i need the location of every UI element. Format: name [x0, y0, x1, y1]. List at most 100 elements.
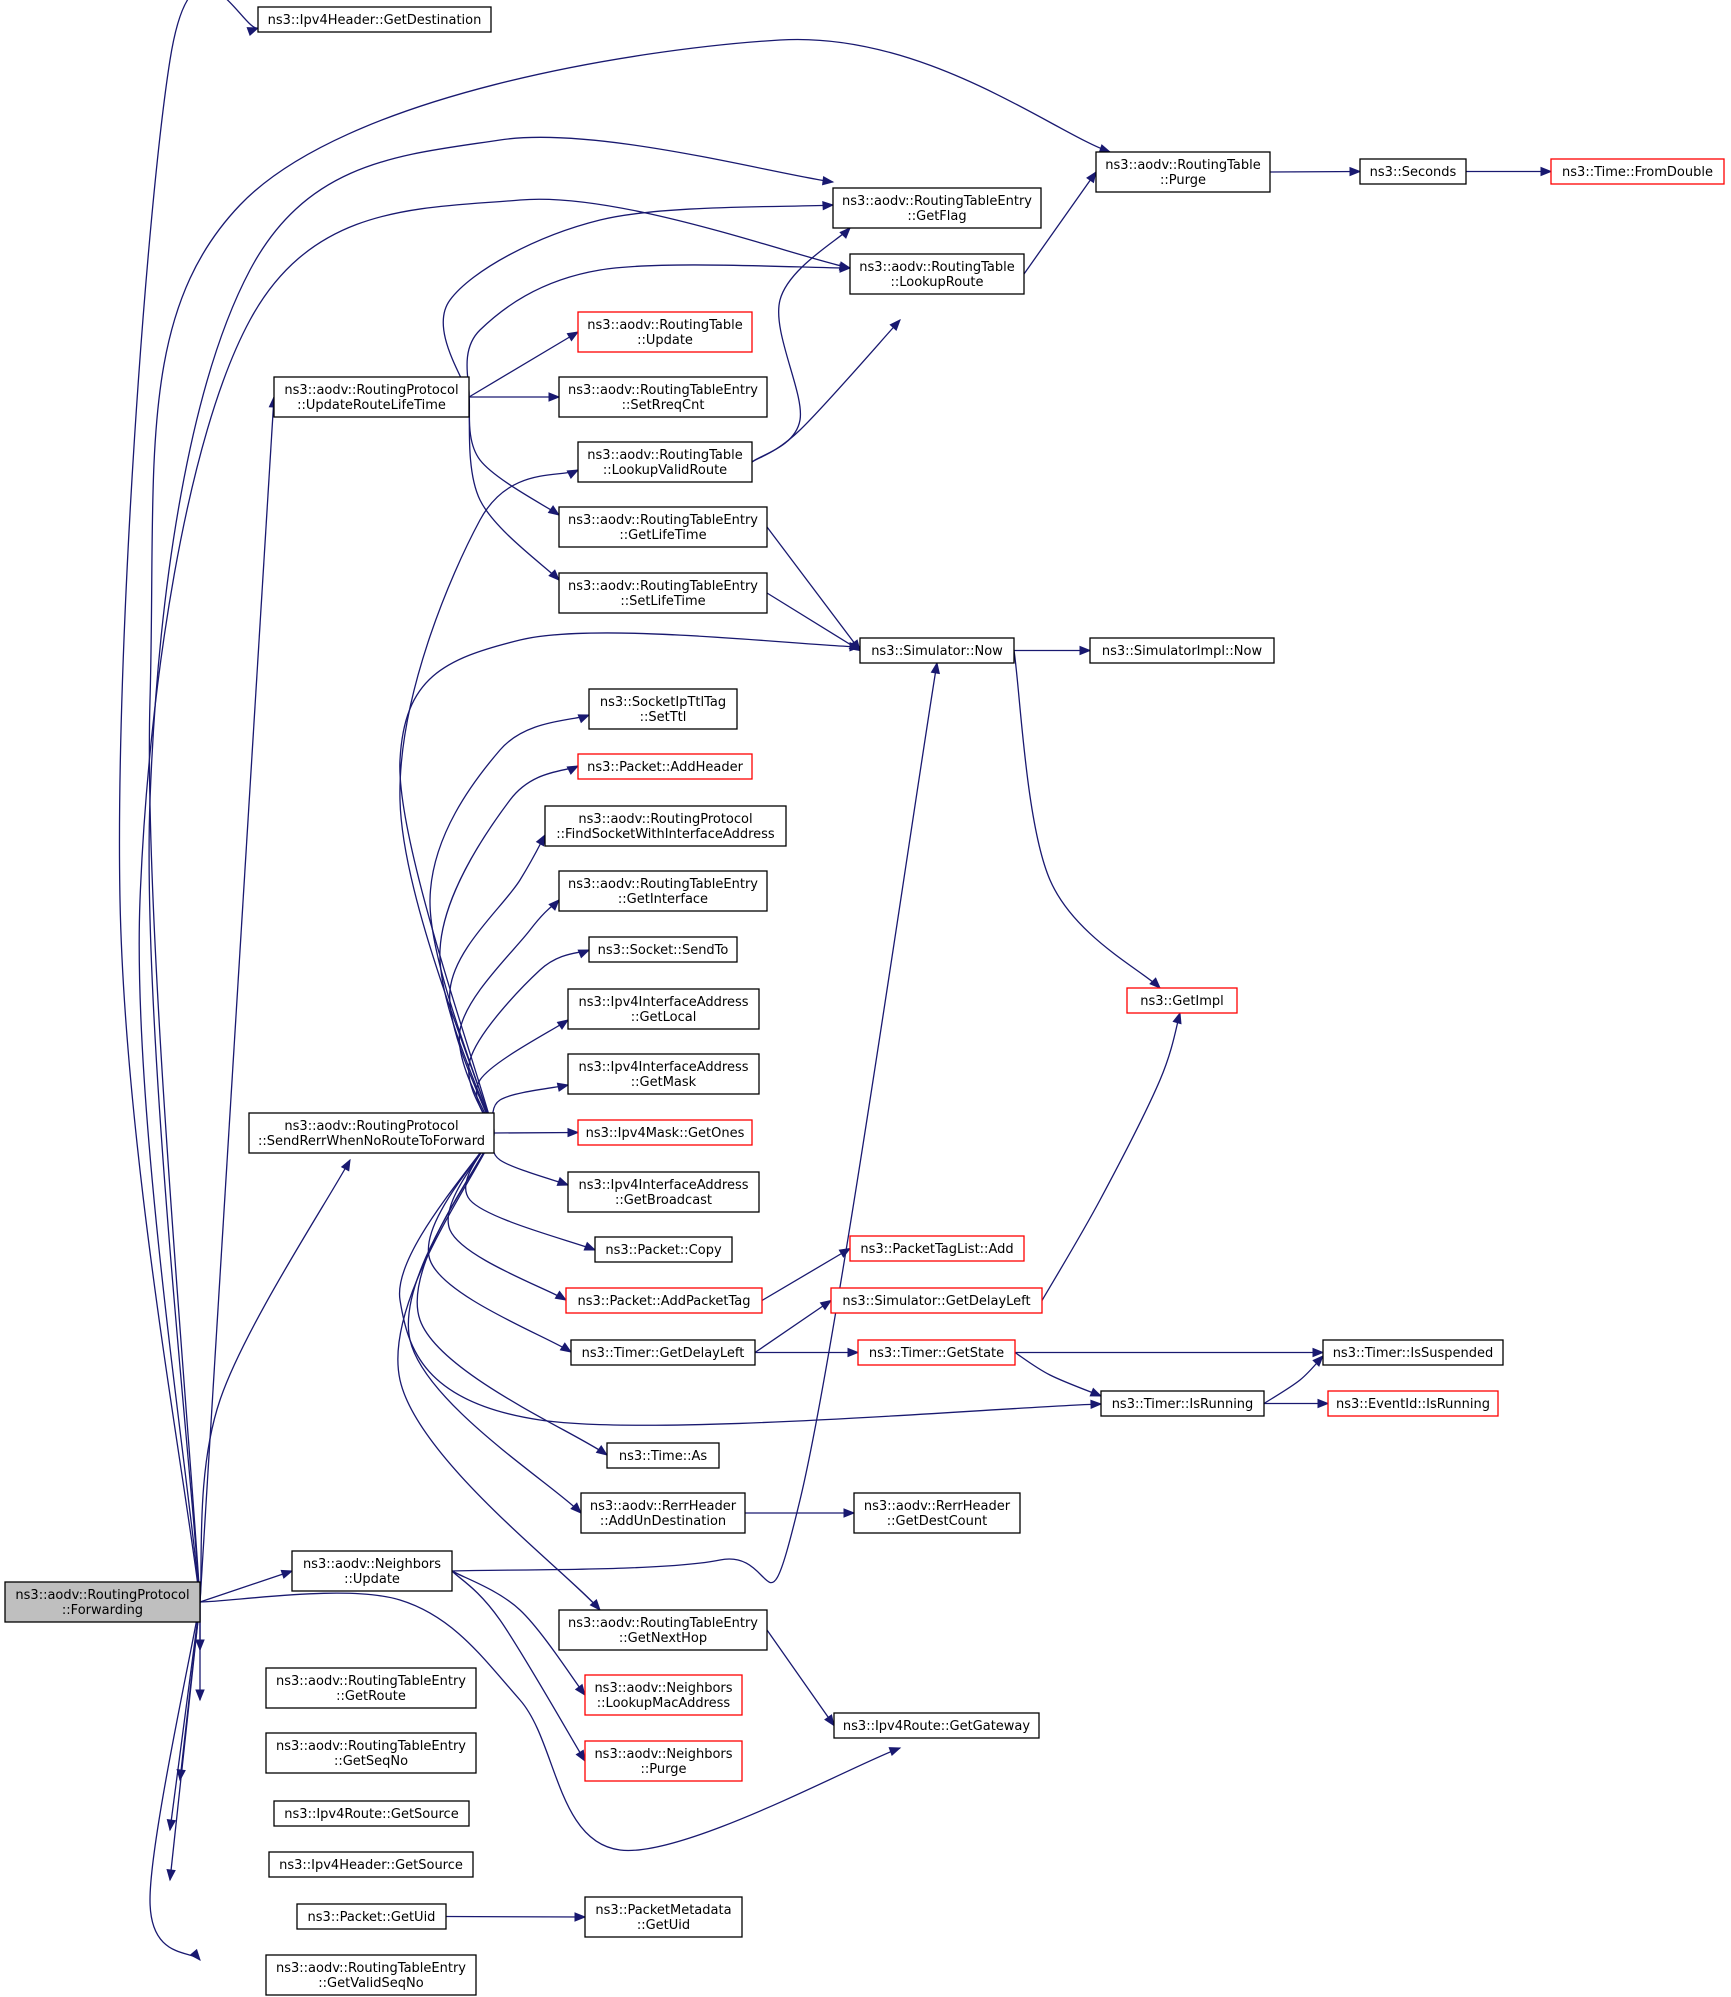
graph-node-metagetuid[interactable]: ns3::PacketMetadata::GetUid	[584, 1896, 743, 1938]
arrowhead-forwarding-to-getdest	[246, 27, 260, 37]
node-box	[567, 1053, 760, 1095]
edge-updrlt-to-rtupdate	[468, 331, 579, 398]
graph-node-ptladd[interactable]: ns3::PacketTagList::Add	[849, 1235, 1025, 1262]
graph-node-getgateway[interactable]: ns3::Ipv4Route::GetGateway	[833, 1712, 1040, 1739]
node-label: ns3::Packet::AddHeader	[587, 760, 743, 775]
graph-node-rtgetsource[interactable]: ns3::Ipv4Route::GetSource	[273, 1800, 470, 1827]
arrowhead-sendrerr-to-getones	[567, 1127, 580, 1138]
graph-node-getlocal[interactable]: ns3::Ipv4InterfaceAddress::GetLocal	[567, 988, 760, 1030]
graph-node-seconds[interactable]: ns3::Seconds	[1359, 158, 1467, 185]
graph-node-rtupdate[interactable]: ns3::aodv::RoutingTable::Update	[577, 311, 753, 353]
graph-node-getimpl[interactable]: ns3::GetImpl	[1126, 987, 1238, 1014]
graph-node-getvalidseqno[interactable]: ns3::aodv::RoutingTableEntry::GetValidSe…	[265, 1954, 477, 1996]
node-box	[265, 1667, 477, 1709]
graph-node-findsocket[interactable]: ns3::aodv::RoutingProtocol::FindSocketWi…	[544, 805, 787, 847]
graph-node-getbroadcast[interactable]: ns3::Ipv4InterfaceAddress::GetBroadcast	[567, 1171, 760, 1213]
graph-node-getseqno[interactable]: ns3::aodv::RoutingTableEntry::GetSeqNo	[265, 1732, 477, 1774]
graph-node-purge[interactable]: ns3::aodv::RoutingTable::Purge	[1095, 151, 1271, 193]
graph-node-hdrgetsource[interactable]: ns3::Ipv4Header::GetSource	[268, 1851, 474, 1878]
graph-node-getflag[interactable]: ns3::aodv::RoutingTableEntry::GetFlag	[832, 187, 1042, 229]
node-box	[567, 1171, 760, 1213]
node-label: ::GetInterface	[618, 892, 708, 907]
node-label: ns3::aodv::RoutingTable	[587, 448, 742, 463]
arrowhead-sendrerr-to-getbroadcast	[556, 1176, 570, 1186]
arrowhead-forwarding-to-sendrerr	[340, 1158, 351, 1172]
graph-node-addheader[interactable]: ns3::Packet::AddHeader	[577, 753, 753, 780]
node-label: ::GetLifeTime	[619, 528, 706, 543]
graph-node-sendto[interactable]: ns3::Socket::SendTo	[588, 936, 738, 963]
graph-node-nbupdate[interactable]: ns3::aodv::Neighbors::Update	[291, 1550, 453, 1592]
arrowhead-simnow-to-getimpl	[1149, 977, 1161, 989]
node-label: ns3::Ipv4Header::GetDestination	[268, 13, 482, 28]
graph-node-sendrerr[interactable]: ns3::aodv::RoutingProtocol::SendRerrWhen…	[248, 1112, 495, 1154]
graph-node-timeas[interactable]: ns3::Time::As	[606, 1442, 720, 1469]
node-box	[1550, 158, 1725, 185]
arrowhead-sendrerr-to-sendto	[577, 949, 591, 959]
graph-node-issuspended[interactable]: ns3::Timer::IsSuspended	[1322, 1339, 1504, 1366]
node-label: ns3::aodv::RoutingProtocol	[15, 1588, 189, 1603]
node-label: ns3::aodv::RoutingProtocol	[284, 1119, 458, 1134]
graph-node-lookupvalid[interactable]: ns3::aodv::RoutingTable::LookupValidRout…	[577, 441, 753, 483]
node-box	[1100, 1390, 1265, 1417]
node-box	[570, 1339, 756, 1366]
graph-node-eventisrunning[interactable]: ns3::EventId::IsRunning	[1327, 1390, 1499, 1417]
graph-node-pktcopy[interactable]: ns3::Packet::Copy	[594, 1236, 733, 1263]
node-label: ns3::aodv::RoutingTableEntry	[568, 877, 758, 892]
graph-node-lookuproute[interactable]: ns3::aodv::RoutingTable::LookupRoute	[849, 253, 1025, 295]
arrowhead-updrlt-to-setreqcnt	[548, 392, 561, 402]
arrowhead-addpackettag-to-ptladd	[838, 1247, 852, 1258]
node-box	[577, 753, 753, 780]
graph-node-getones[interactable]: ns3::Ipv4Mask::GetOnes	[577, 1119, 753, 1146]
node-label: ns3::Timer::IsRunning	[1112, 1397, 1254, 1412]
node-label: ::GetNextHop	[619, 1631, 707, 1646]
graph-node-addpackettag[interactable]: ns3::Packet::AddPacketTag	[565, 1287, 763, 1314]
edge-forwarding-to-nbupdate	[199, 1570, 293, 1603]
edge-forwarding-to-sendrerr	[199, 1159, 351, 1603]
graph-node-fromdouble[interactable]: ns3::Time::FromDouble	[1550, 158, 1725, 185]
graph-node-setlifetime[interactable]: ns3::aodv::RoutingTableEntry::SetLifeTim…	[558, 572, 768, 614]
graph-node-nbpurge[interactable]: ns3::aodv::Neighbors::Purge	[584, 1740, 743, 1782]
node-label: ns3::aodv::Neighbors	[594, 1747, 732, 1762]
graph-node-getdest[interactable]: ns3::Ipv4Header::GetDestination	[257, 6, 492, 33]
graph-node-simimplnow[interactable]: ns3::SimulatorImpl::Now	[1089, 637, 1275, 664]
graph-node-addundest[interactable]: ns3::aodv::RerrHeader::AddUnDestination	[580, 1492, 746, 1534]
arrowhead-addundest-to-getdestcount	[843, 1508, 856, 1518]
graph-node-timergetdelayleft[interactable]: ns3::Timer::GetDelayLeft	[570, 1339, 756, 1366]
graph-node-getlifetime[interactable]: ns3::aodv::RoutingTableEntry::GetLifeTim…	[558, 506, 768, 548]
graph-node-getinterface[interactable]: ns3::aodv::RoutingTableEntry::GetInterfa…	[558, 870, 768, 912]
node-label: ns3::Time::FromDouble	[1562, 165, 1713, 180]
edge-updrlt-to-lookuproute	[466, 264, 851, 398]
graph-node-getmask[interactable]: ns3::Ipv4InterfaceAddress::GetMask	[567, 1053, 760, 1095]
graph-node-getdestcount[interactable]: ns3::aodv::RerrHeader::GetDestCount	[853, 1492, 1021, 1534]
arrowhead-getstate-to-isrunning	[1089, 1387, 1103, 1397]
graph-node-getroute[interactable]: ns3::aodv::RoutingTableEntry::GetRoute	[265, 1667, 477, 1709]
graph-node-pktgetuid[interactable]: ns3::Packet::GetUid	[296, 1903, 447, 1930]
edge-forwarding-to-updrlt	[199, 396, 275, 1603]
graph-node-setttl[interactable]: ns3::SocketIpTtlTag::SetTtl	[588, 688, 738, 730]
arrowhead-updrlt-to-rtupdate	[566, 331, 580, 342]
graph-node-getstate[interactable]: ns3::Timer::GetState	[857, 1339, 1016, 1366]
node-label: ::GetUid	[637, 1918, 690, 1933]
graph-node-lookupmac[interactable]: ns3::aodv::Neighbors::LookupMacAddress	[584, 1674, 743, 1716]
arrowhead-lookupvalid-to-lookuproute	[889, 319, 901, 331]
graph-node-simnow[interactable]: ns3::Simulator::Now	[859, 637, 1015, 664]
graph-node-updrlt[interactable]: ns3::aodv::RoutingProtocol::UpdateRouteL…	[273, 376, 470, 418]
node-label: ns3::Ipv4Route::GetGateway	[843, 1719, 1030, 1734]
edge-getstate-to-isrunning	[1014, 1351, 1102, 1397]
graph-node-simgetdelayleft[interactable]: ns3::Simulator::GetDelayLeft	[830, 1287, 1043, 1314]
node-box	[265, 1732, 477, 1774]
node-label: ns3::Packet::AddPacketTag	[577, 1294, 750, 1309]
node-box	[558, 870, 768, 912]
node-label: ns3::Simulator::GetDelayLeft	[842, 1294, 1030, 1309]
arrowhead-sendrerr-to-addpackettag	[554, 1290, 568, 1301]
graph-node-isrunning[interactable]: ns3::Timer::IsRunning	[1100, 1390, 1265, 1417]
graph-node-forwarding[interactable]: ns3::aodv::RoutingProtocol::Forwarding	[4, 1581, 201, 1623]
edge-sendrerr-to-getnexthop	[397, 1132, 601, 1611]
node-box	[296, 1903, 447, 1930]
node-label: ns3::Ipv4InterfaceAddress	[578, 1060, 748, 1075]
node-label: ns3::aodv::RoutingTable	[859, 260, 1014, 275]
node-label: ::GetBroadcast	[615, 1193, 712, 1208]
graph-node-getnexthop[interactable]: ns3::aodv::RoutingTableEntry::GetNextHop	[558, 1609, 768, 1651]
node-box	[567, 988, 760, 1030]
graph-node-setreqcnt[interactable]: ns3::aodv::RoutingTableEntry::SetRreqCnt	[558, 376, 768, 418]
